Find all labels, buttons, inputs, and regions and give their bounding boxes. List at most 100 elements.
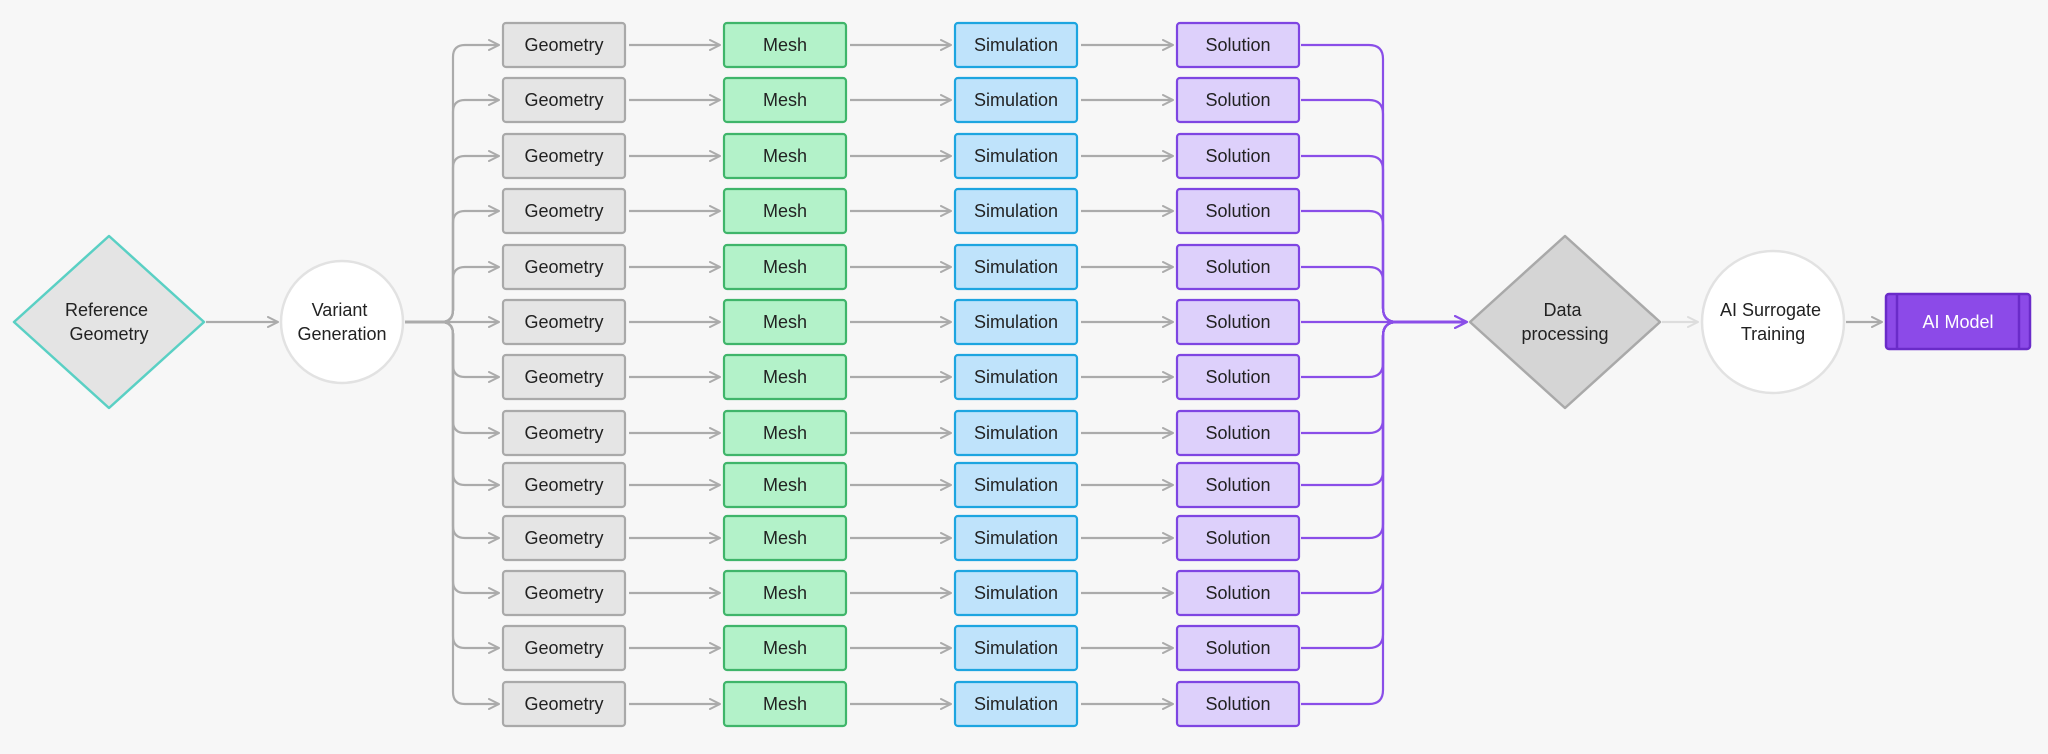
geometry-box	[501, 353, 627, 401]
mesh-label: Mesh	[763, 423, 807, 443]
geometry-label: Geometry	[524, 367, 603, 387]
geometry-box	[501, 132, 627, 180]
simulation-label: Simulation	[974, 423, 1058, 443]
ai-surrogate-training-node: AI Surrogate Training	[1700, 249, 1846, 395]
geometry-label: Geometry	[524, 257, 603, 277]
reference-geometry-diamond	[12, 234, 206, 410]
reference-geometry-label-line1: Reference	[65, 300, 148, 320]
simulation-box	[953, 187, 1079, 235]
solution-box	[1175, 624, 1301, 672]
solution-box	[1175, 243, 1301, 291]
fanin-connector	[1301, 320, 1466, 706]
geometry-box	[501, 680, 627, 728]
simulation-label: Simulation	[974, 583, 1058, 603]
fanout-connector	[405, 320, 500, 710]
solution-label: Solution	[1205, 90, 1270, 110]
mesh-box	[722, 76, 848, 124]
ai-surrogate-training-circle	[1700, 249, 1846, 395]
data-processing-diamond	[1468, 234, 1662, 410]
mesh-label: Mesh	[763, 146, 807, 166]
mesh-box	[722, 298, 848, 346]
data-processing-label: Data processing	[1521, 300, 1608, 344]
solution-box	[1175, 132, 1301, 180]
simulation-box	[953, 624, 1079, 672]
geometry-label: Geometry	[524, 638, 603, 658]
data-processing-label-line1: Data	[1543, 300, 1582, 320]
solution-label: Solution	[1205, 35, 1270, 55]
simulation-label: Simulation	[974, 475, 1058, 495]
mesh-box	[722, 624, 848, 672]
connectors	[206, 39, 1883, 710]
mesh-box	[722, 21, 848, 69]
pipeline-row: Geometry Mesh Simulation Solution	[501, 461, 1301, 509]
simulation-label: Simulation	[974, 90, 1058, 110]
simulation-label: Simulation	[974, 146, 1058, 166]
variant-generation-label-line1: Variant	[312, 300, 368, 320]
solution-label: Solution	[1205, 367, 1270, 387]
simulation-label: Simulation	[974, 257, 1058, 277]
simulation-box	[953, 569, 1079, 617]
mesh-label: Mesh	[763, 475, 807, 495]
mesh-box	[722, 461, 848, 509]
simulation-label: Simulation	[974, 35, 1058, 55]
simulation-label: Simulation	[974, 694, 1058, 714]
mesh-label: Mesh	[763, 90, 807, 110]
variant-generation-label-line2: Generation	[297, 324, 386, 344]
mesh-box	[722, 514, 848, 562]
geometry-box	[501, 21, 627, 69]
variant-generation-circle	[279, 259, 405, 385]
simulation-box	[953, 680, 1079, 728]
solution-box	[1175, 353, 1301, 401]
solution-label: Solution	[1205, 312, 1270, 332]
geometry-box	[501, 624, 627, 672]
mesh-label: Mesh	[763, 638, 807, 658]
geometry-box	[501, 514, 627, 562]
variant-generation-node: Variant Generation	[279, 259, 405, 385]
simulation-box	[953, 76, 1079, 124]
geometry-label: Geometry	[524, 146, 603, 166]
data-processing-node: Data processing	[1468, 234, 1662, 410]
mesh-box	[722, 187, 848, 235]
geometry-label: Geometry	[524, 475, 603, 495]
solution-box	[1175, 514, 1301, 562]
simulation-box	[953, 409, 1079, 457]
mesh-label: Mesh	[763, 367, 807, 387]
geometry-label: Geometry	[524, 528, 603, 548]
mesh-label: Mesh	[763, 257, 807, 277]
geometry-label: Geometry	[524, 90, 603, 110]
mesh-label: Mesh	[763, 694, 807, 714]
ai-surrogate-training-label-line1: AI Surrogate	[1720, 300, 1821, 320]
solution-box	[1175, 680, 1301, 728]
geometry-box	[501, 461, 627, 509]
geometry-label: Geometry	[524, 312, 603, 332]
geometry-box	[501, 187, 627, 235]
mesh-label: Mesh	[763, 201, 807, 221]
simulation-box	[953, 243, 1079, 291]
mesh-label: Mesh	[763, 528, 807, 548]
geometry-label: Geometry	[524, 694, 603, 714]
geometry-box	[501, 243, 627, 291]
solution-label: Solution	[1205, 475, 1270, 495]
simulation-box	[953, 132, 1079, 180]
simulation-box	[953, 514, 1079, 562]
solution-label: Solution	[1205, 638, 1270, 658]
solution-box	[1175, 461, 1301, 509]
reference-geometry-node: Reference Geometry	[12, 234, 206, 410]
ai-surrogate-training-label-line2: Training	[1741, 324, 1805, 344]
geometry-box	[501, 76, 627, 124]
solution-label: Solution	[1205, 583, 1270, 603]
solution-box	[1175, 76, 1301, 124]
ai-model-node: AI Model	[1884, 292, 2032, 351]
solution-box	[1175, 21, 1301, 69]
variant-generation-label: Variant Generation	[297, 300, 386, 344]
